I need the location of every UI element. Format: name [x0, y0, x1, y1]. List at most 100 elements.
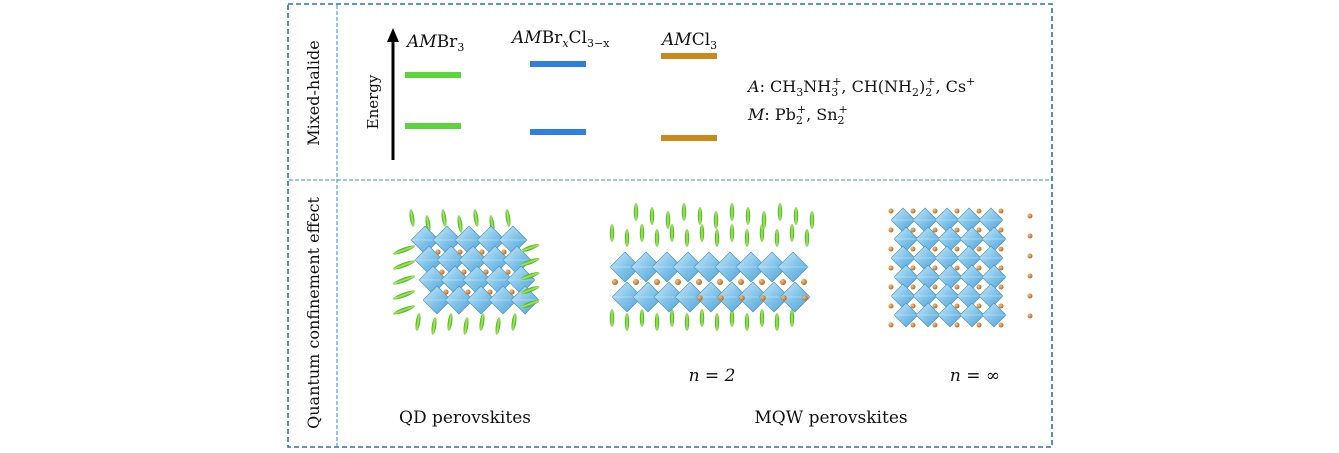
cation-ball: [998, 322, 1004, 328]
ligand: [473, 209, 479, 227]
ligand: [729, 224, 735, 242]
cation-ball: [501, 249, 507, 255]
ligand: [392, 245, 416, 255]
ligand: [609, 224, 615, 242]
ligand: [409, 209, 415, 227]
ligand: [793, 207, 799, 225]
cation-ball: [738, 279, 744, 285]
ligand: [684, 313, 690, 331]
cation-ball: [717, 279, 723, 285]
qd-perovskite-structure: [392, 209, 540, 335]
cation-ball: [954, 265, 960, 271]
cation-ball: [976, 303, 982, 309]
cation-ball: [910, 246, 916, 252]
cation-ball: [932, 322, 938, 328]
legend-m-sites: M: Pb2+, Sn2+: [747, 103, 848, 127]
ligand: [392, 290, 416, 300]
cation-ball: [759, 279, 765, 285]
energy-axis-label: Energy: [364, 74, 382, 129]
ligand: [699, 224, 705, 242]
ligand: [624, 229, 630, 247]
cation-ball: [976, 208, 982, 214]
ligand: [684, 229, 690, 247]
ligand: [729, 203, 735, 221]
cation-ball: [954, 284, 960, 290]
cation-ball: [1027, 293, 1033, 299]
ligand: [520, 272, 540, 280]
cation-ball: [888, 246, 894, 252]
cation-ball: [483, 269, 489, 275]
ligand: [431, 317, 437, 335]
ligand: [463, 317, 469, 335]
cation-ball: [888, 208, 894, 214]
ligand: [809, 211, 815, 229]
ligand: [520, 300, 540, 308]
ligand: [713, 211, 719, 229]
cation-ball: [998, 208, 1004, 214]
cation-ball: [976, 265, 982, 271]
ligand: [761, 211, 767, 229]
ligand: [697, 207, 703, 225]
ligand: [392, 260, 416, 270]
ligand: [669, 224, 675, 242]
ligand: [479, 313, 485, 331]
cation-ball: [633, 279, 639, 285]
cation-ball: [910, 265, 916, 271]
ligand: [654, 229, 660, 247]
cation-ball: [954, 322, 960, 328]
caption-qd-perovskites: QD perovskites: [399, 408, 531, 428]
ligand: [714, 313, 720, 331]
ligand: [633, 203, 639, 221]
cation-ball: [888, 265, 894, 271]
ligand: [789, 309, 795, 327]
cation-ball: [976, 246, 982, 252]
bulk-n-infinity-structure: [888, 207, 1033, 328]
cation-ball: [487, 289, 493, 295]
ligand: [511, 313, 517, 331]
cation-ball: [932, 227, 938, 233]
cation-ball: [998, 303, 1004, 309]
ligand: [639, 224, 645, 242]
ligand: [774, 313, 780, 331]
level-ambr3-upper: [405, 72, 461, 78]
ligand: [774, 229, 780, 247]
cation-ball: [781, 295, 787, 301]
level-ambr3-lower: [405, 123, 461, 129]
ligand: [415, 313, 421, 331]
ligand: [447, 313, 453, 331]
cation-ball: [932, 303, 938, 309]
outer-frame: [287, 3, 1053, 448]
ligand: [520, 286, 540, 294]
cation-ball: [910, 303, 916, 309]
ligand: [457, 215, 463, 233]
cation-ball: [888, 322, 894, 328]
cation-ball: [888, 303, 894, 309]
cation-ball: [954, 227, 960, 233]
quantum-confinement-label: Quantum confinement effect: [304, 197, 323, 429]
ligand: [669, 309, 675, 327]
cation-ball: [739, 295, 745, 301]
cation-ball: [780, 279, 786, 285]
cation-ball: [976, 322, 982, 328]
energy-axis-arrowhead: [387, 28, 399, 42]
header-amcl3: AMCl3: [660, 30, 717, 52]
caption-mqw-perovskites: MQW perovskites: [754, 408, 907, 428]
cation-ball: [457, 249, 463, 255]
header-ambr3: AMBr3: [405, 32, 464, 54]
ligand: [744, 313, 750, 331]
cation-ball: [697, 295, 703, 301]
cation-ball: [654, 279, 660, 285]
mqw-n2-structure: [609, 203, 815, 331]
ligand: [505, 209, 511, 227]
ligand: [520, 244, 540, 252]
cation-ball: [954, 208, 960, 214]
caption-ninf: n = ∞: [950, 366, 1000, 386]
ligand: [745, 207, 751, 225]
cation-ball: [910, 284, 916, 290]
cation-ball: [801, 279, 807, 285]
cation-ball: [932, 208, 938, 214]
caption-n2: n = 2: [689, 366, 736, 386]
level-ambrxcl-lower: [530, 129, 586, 135]
cation-ball: [998, 227, 1004, 233]
ligand: [441, 209, 447, 227]
